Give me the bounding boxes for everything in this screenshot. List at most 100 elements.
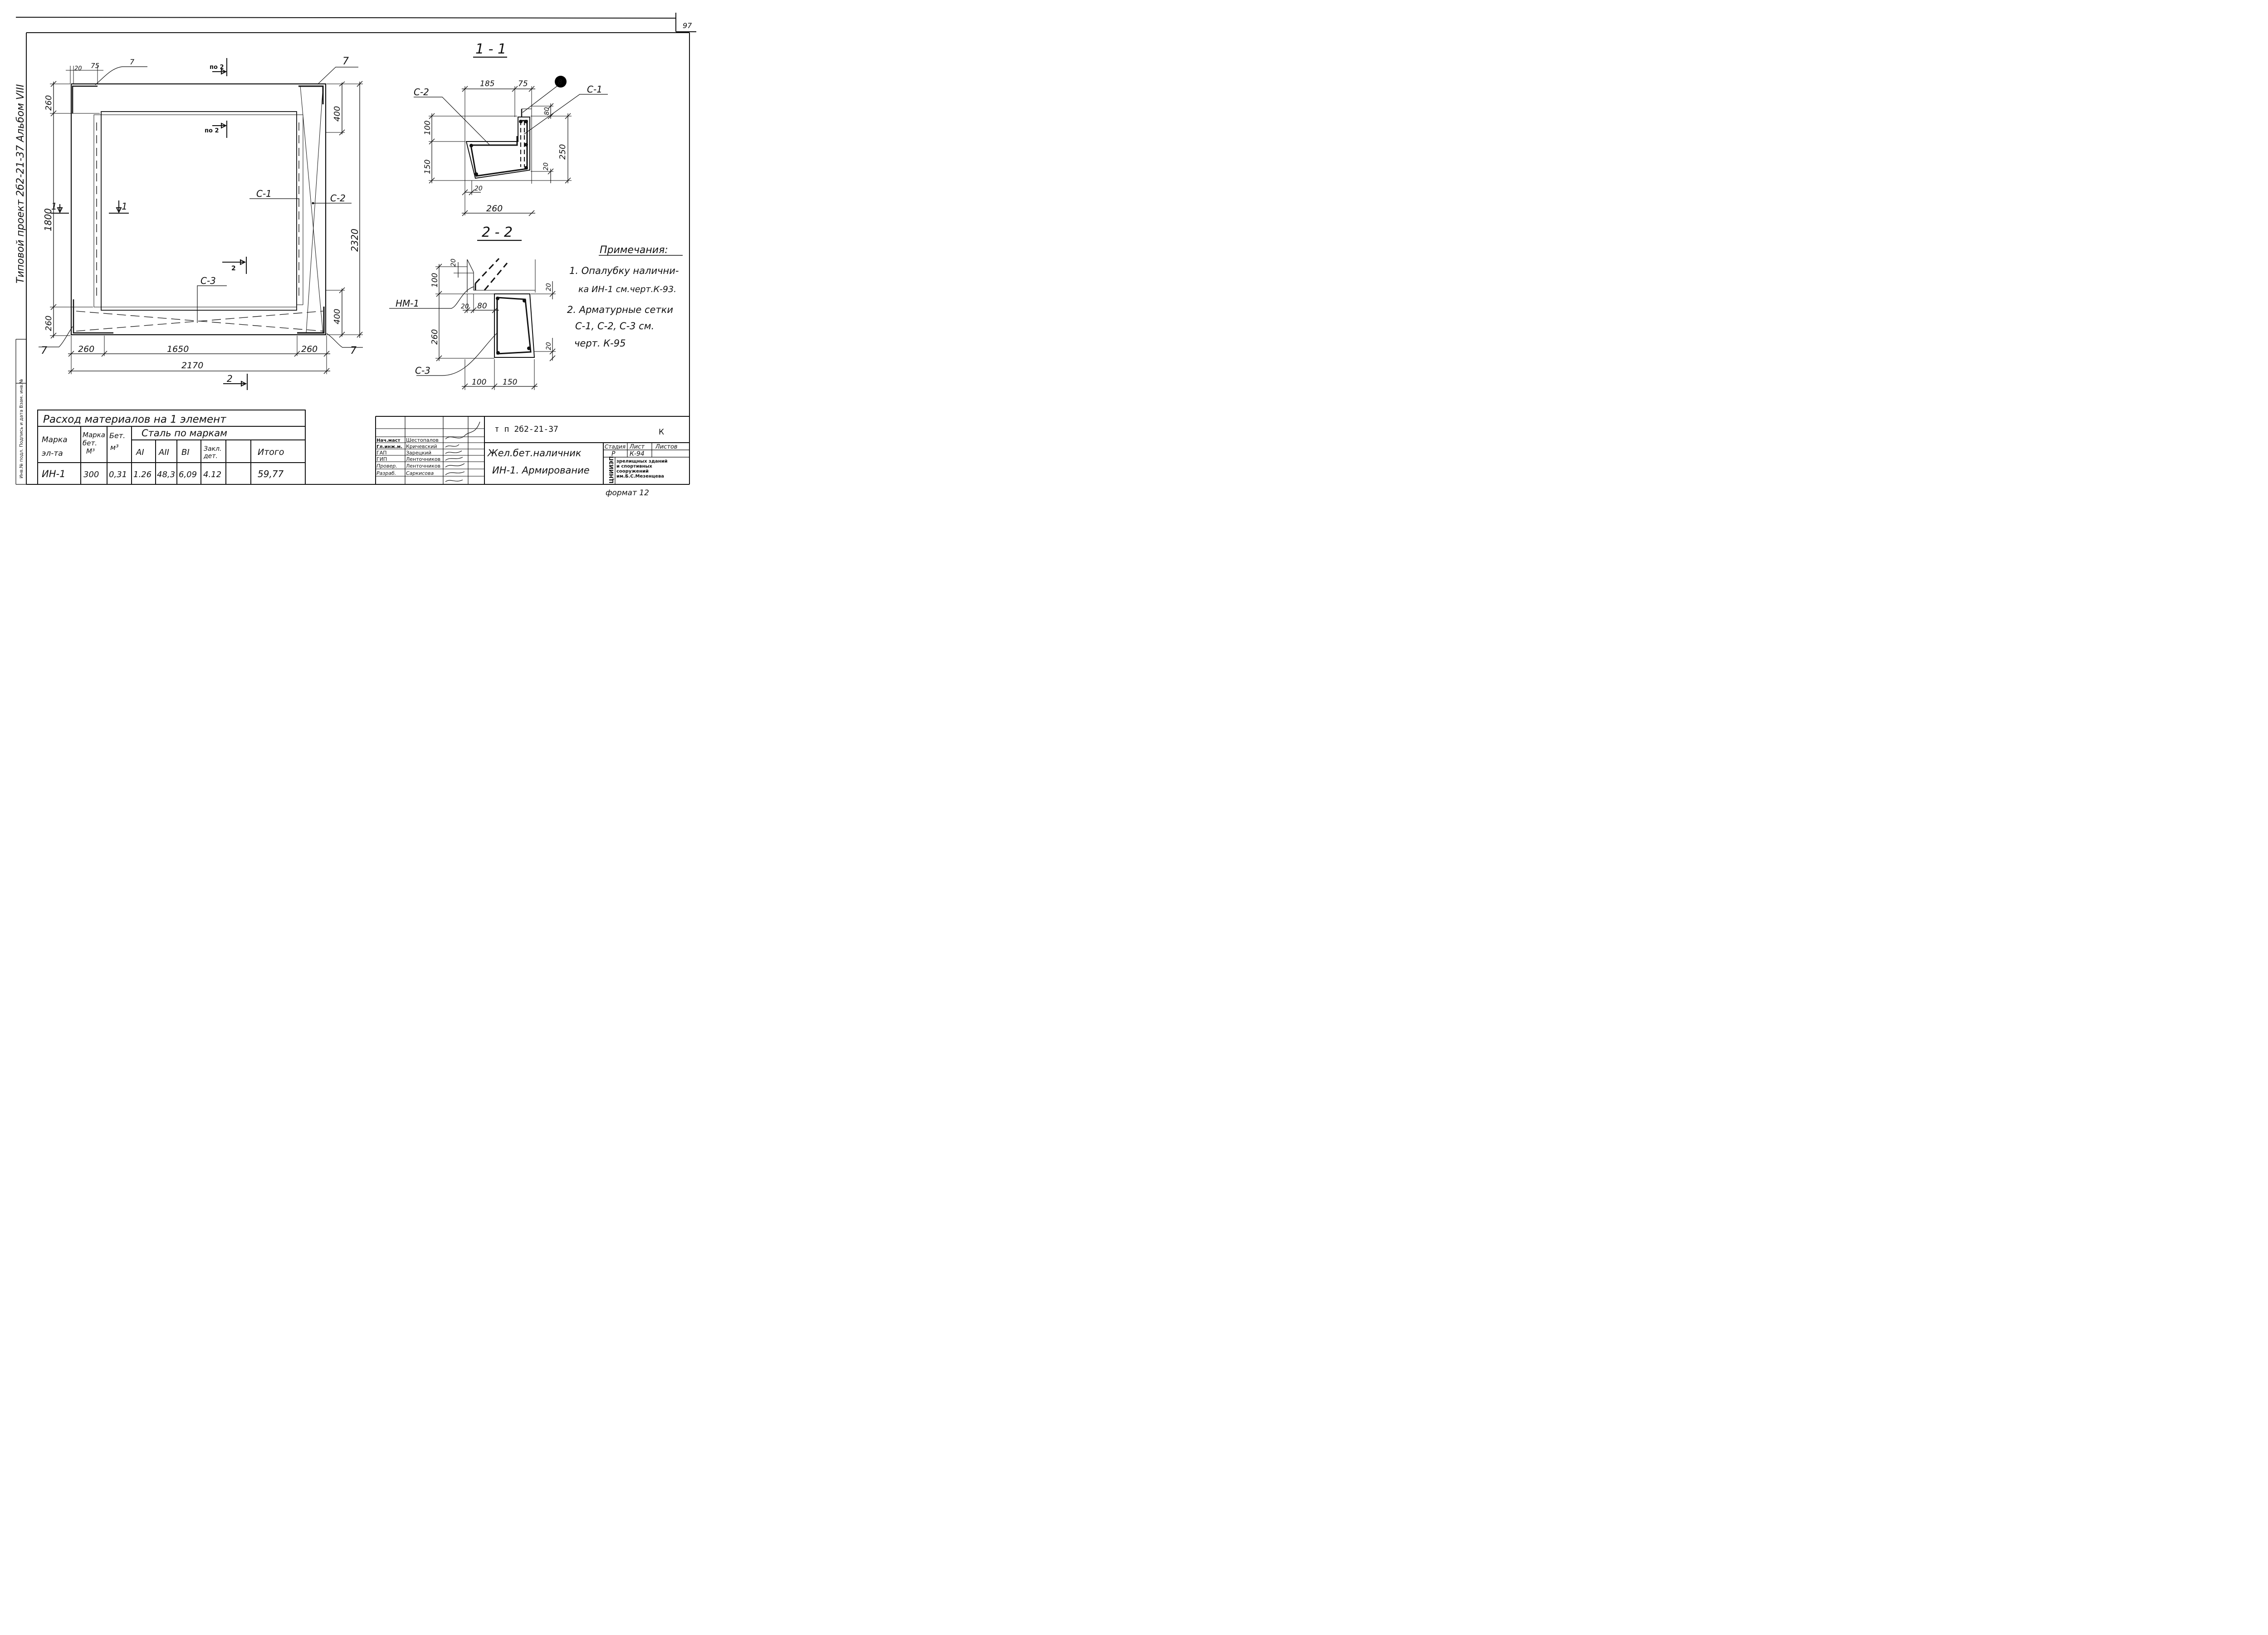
staff-role-6: Разраб. — [376, 470, 396, 476]
label-7-br: 7 — [350, 345, 357, 356]
dim-20-s22-mid: 20 — [461, 303, 469, 310]
plan-outer-frame — [70, 83, 327, 336]
staff-role-5: Провер. — [376, 463, 397, 469]
label-c2-plan: С-2 — [330, 193, 346, 204]
dim-400-right-bottom: 400 — [332, 309, 342, 324]
label-8-s11: 8 — [558, 78, 562, 86]
note-line-1: 1. Опалубку налични- — [569, 265, 679, 276]
td-mark: ИН-1 — [42, 469, 65, 479]
dim-400-right-top: 400 — [332, 106, 342, 122]
dim-20-s22-right-top: 20 — [545, 283, 552, 291]
dim-1650-bottom: 1650 — [167, 344, 189, 354]
stage-header: Стадия — [605, 444, 626, 450]
drawing-name-line2: ИН-1. Армирование — [492, 465, 590, 476]
label-7-top: 7 — [130, 58, 135, 66]
td-aii: 48,3 — [157, 470, 175, 479]
materials-table — [37, 410, 306, 485]
section-marker-po2-mid — [212, 121, 227, 138]
staff-name-4: Ленточников — [406, 456, 440, 462]
title-letter: К — [659, 428, 664, 437]
leader-c3-s22 — [416, 333, 497, 376]
leader-c1-s11 — [523, 94, 608, 135]
dim-260-s11: 260 — [486, 204, 503, 214]
section-2-2-title: 2 - 2 — [482, 225, 513, 240]
label-c1-s11: С-1 — [587, 84, 602, 95]
drawing-name-line1: Жел.бет.наличник — [487, 448, 582, 459]
staff-role-4: ГИП — [376, 456, 387, 462]
staff-role-3: ГАП — [376, 450, 387, 456]
note-line-2: ка ИН-1 см.черт.К-93. — [578, 284, 676, 294]
dim-20-s11-bottom: 20 — [474, 185, 483, 192]
sheet-format: формат 12 — [606, 488, 649, 498]
section-marker-2-bottom — [223, 374, 248, 390]
section-1-1-drawing — [414, 76, 608, 216]
dim-80-s11: 80 — [543, 107, 551, 115]
org-logo: ЦНИИЭП — [608, 456, 615, 483]
stage-value: Р — [611, 450, 616, 458]
leader-7-topright — [317, 67, 358, 85]
dim-150-s22: 150 — [503, 378, 517, 387]
plan-opening — [101, 111, 297, 311]
leader-c2-s11 — [414, 97, 490, 146]
th-embedded: Закл.дет. — [203, 445, 221, 460]
label-section1-left: 1 — [51, 201, 57, 212]
label-7-bl: 7 — [41, 345, 47, 356]
dim-100-s22-bottom: 100 — [472, 378, 486, 387]
leader-7-bl — [39, 326, 73, 347]
staff-name-1: Шестопалов — [406, 437, 439, 443]
dim-100-s22: 100 — [430, 273, 440, 288]
dim-100-s11: 100 — [423, 121, 432, 135]
leader-7-top — [95, 66, 147, 85]
materials-title: Расход материалов на 1 элемент — [43, 414, 226, 425]
staff-name-3: Зарецкий — [406, 450, 431, 456]
label-c1-plan: С-1 — [256, 188, 272, 199]
th-total: Итого — [258, 447, 284, 457]
staff-name-2: Кричевский — [406, 444, 437, 449]
side-strip-text: Инв.№ подл. Подпись и дата Взам. инв.№ — [19, 379, 24, 478]
dim-185-s11: 185 — [480, 79, 494, 88]
section-marker-po2-top — [212, 58, 227, 76]
section-1-1-title: 1 - 1 — [475, 41, 506, 57]
sheet-header: Лист — [629, 444, 645, 450]
dim-20-top: 20 — [74, 65, 82, 72]
corner-bar-bl — [73, 299, 113, 334]
th-aii: AII — [158, 448, 169, 457]
dim-260-left-bottom: 260 — [44, 316, 54, 331]
note-line-3: 2. Арматурные сетки — [567, 304, 673, 315]
staff-role-1: Нач.маст — [376, 438, 401, 443]
title-block — [375, 416, 689, 484]
td-concrete-volume: 0,31 — [109, 470, 127, 479]
section-2-2-drawing — [389, 258, 556, 390]
note-line-5: черт. К-95 — [574, 338, 626, 349]
staff-name-5: Ленточников — [406, 463, 440, 469]
leader-7-br — [326, 333, 363, 348]
td-ai: 1.26 — [133, 470, 152, 479]
section-marker-2-mid — [222, 257, 247, 274]
dim-80-s22: 80 — [477, 302, 487, 311]
dim-260-s22: 260 — [430, 329, 440, 345]
plan-view — [39, 58, 363, 390]
mark-8-circle — [555, 76, 567, 88]
td-embedded: 4.12 — [203, 470, 221, 479]
td-total: 59,77 — [258, 469, 284, 479]
corner-bar-br — [297, 307, 325, 334]
corner-bar-tr — [298, 85, 324, 104]
dim-20-s22-right-bottom: 20 — [545, 342, 552, 350]
td-bi: 6,09 — [179, 470, 197, 479]
label-7-topright: 7 — [342, 56, 349, 67]
th-ai: AI — [136, 448, 144, 457]
td-concrete-mark: 300 — [83, 470, 99, 479]
label-po2-mid: по 2 — [205, 127, 219, 134]
dim-250-s11: 250 — [558, 144, 567, 160]
dim-260-left-top: 260 — [44, 95, 54, 111]
dim-1800-left: 1800 — [43, 208, 54, 231]
dim-260-bottom-right: 260 — [301, 344, 318, 354]
dim-2170-bottom: 2170 — [181, 361, 203, 371]
label-po2-top: по 2 — [210, 64, 224, 71]
leader-c3 — [197, 285, 227, 323]
dim-75-top: 75 — [91, 62, 99, 70]
drawing-sheet: 97 формат 12 Типовой проект 2б2-21-37 Ал… — [15, 13, 696, 498]
org-name: зрелищных зданий и спортивных сооружений… — [616, 459, 669, 479]
